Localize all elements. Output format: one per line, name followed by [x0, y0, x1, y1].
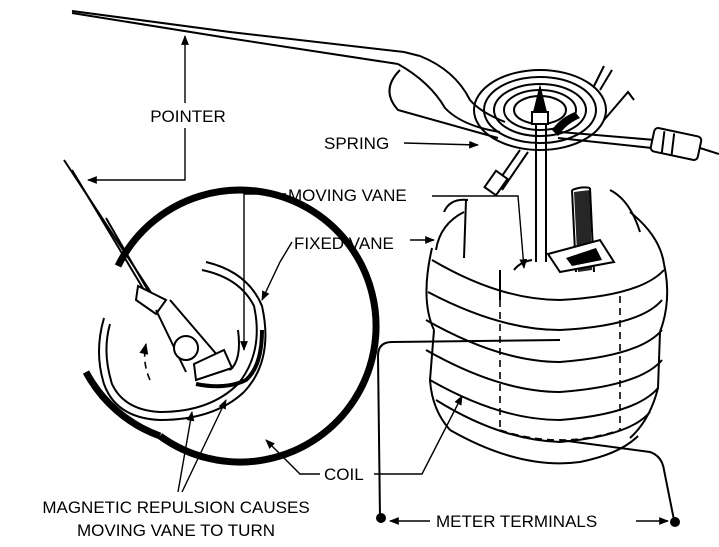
coil-cylinder — [425, 186, 669, 465]
label-moving-vane: MOVING VANE — [288, 186, 407, 205]
label-fixed-vane: FIXED VANE — [294, 234, 394, 253]
label-spring: SPRING — [324, 134, 389, 153]
caption-line-1: MAGNETIC REPULSION CAUSES — [42, 498, 309, 517]
caption-line-2: MOVING VANE TO TURN — [77, 521, 275, 540]
outer-coil-ring-2 — [82, 370, 162, 440]
outer-coil-ring — [114, 186, 380, 466]
terminal-right — [670, 517, 680, 527]
leader-lines — [87, 35, 669, 525]
pointer-needle — [71, 10, 506, 139]
spiral-spring — [473, 65, 635, 151]
stop-arm — [483, 149, 529, 197]
label-coil: COIL — [324, 465, 364, 484]
shaft — [535, 124, 547, 262]
terminal-wires — [376, 339, 680, 527]
label-meter-terminals: METER TERMINALS — [436, 512, 597, 531]
label-pointer: POINTER — [150, 107, 226, 126]
terminal-left — [376, 513, 386, 523]
top-view — [63, 159, 380, 466]
counterweight — [557, 127, 719, 161]
text-labels: POINTER SPRING MOVING VANE FIXED VANE CO… — [42, 103, 597, 540]
mechanism-3d — [71, 10, 719, 527]
